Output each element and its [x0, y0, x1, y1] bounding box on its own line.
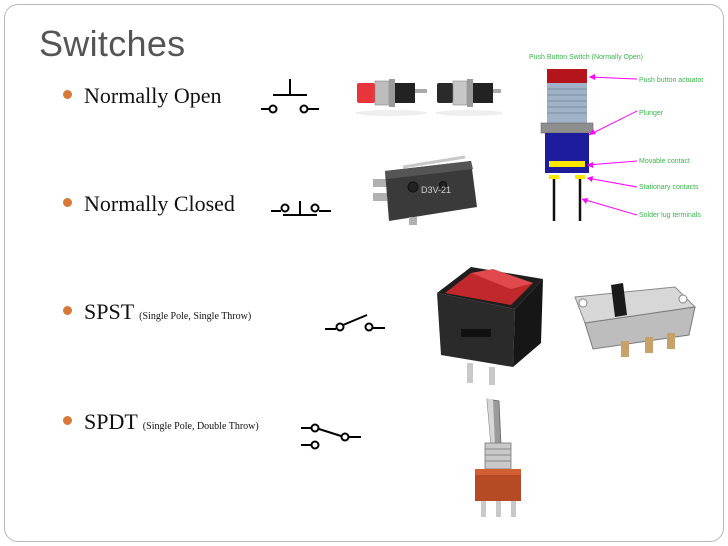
bullet-label: Normally Closed	[84, 191, 235, 216]
bullet-label: Normally Open	[84, 83, 222, 108]
push-button-photo	[355, 79, 503, 116]
push-button-diagram: Push Button Switch (Normally Open)	[529, 54, 704, 221]
bullet-dot	[63, 306, 72, 315]
label-solder-lug-terminals: Solder lug terminals	[639, 212, 701, 219]
bullet-sublabel: (Single Pole, Double Throw)	[142, 421, 259, 432]
slide: Switches Normally Open Normally Closed S…	[4, 4, 724, 542]
bullet-label: SPDT	[84, 409, 138, 434]
bullet-normally-open: Normally Open	[63, 83, 226, 109]
normally-closed-symbol	[271, 201, 331, 216]
bullet-label: SPST	[84, 299, 135, 324]
bullet-sublabel: (Single Pole, Single Throw)	[139, 311, 252, 322]
slide-title: Switches	[39, 23, 186, 64]
bullet-normally-closed: Normally Closed	[63, 191, 240, 217]
micro-switch-photo: D3V-21	[373, 155, 477, 225]
bullet-dot	[63, 198, 72, 207]
spdt-symbol	[301, 423, 361, 450]
label-stationary-contacts: Stationary contacts	[639, 184, 699, 191]
diagram-title: Push Button Switch (Normally Open)	[529, 54, 643, 61]
label-push-button-actuator: Push button actuator	[639, 77, 704, 84]
toggle-switch-photo	[475, 398, 521, 517]
rocker-switch-photo	[437, 267, 543, 385]
normally-open-symbol	[261, 79, 319, 114]
label-movable-contact: Movable contact	[639, 158, 690, 165]
label-plunger: Plunger	[639, 110, 664, 117]
bullet-spdt: SPDT (Single Pole, Double Throw)	[63, 409, 259, 435]
bullet-dot	[63, 416, 72, 425]
micro-switch-marking: D3V-21	[421, 185, 451, 195]
slide-switch-photo	[574, 283, 697, 357]
bullet-spst: SPST (Single Pole, Single Throw)	[63, 299, 251, 325]
spst-symbol	[325, 314, 385, 332]
bullet-dot	[63, 90, 72, 99]
